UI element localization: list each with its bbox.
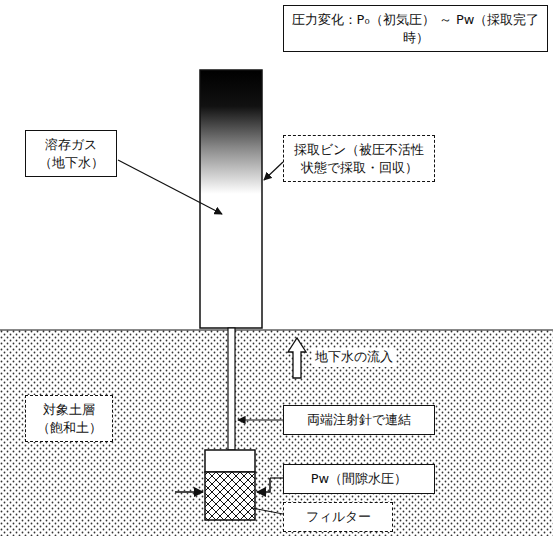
sampling-bottle — [200, 70, 262, 328]
leader-line — [270, 477, 283, 478]
pressure-box: 圧力変化：P₀（初気圧） ～ Pw（採取完了時） — [283, 5, 548, 52]
box-text: 両端注射針で連結 — [290, 411, 428, 429]
ground-surface — [0, 330, 553, 331]
leader-line — [252, 508, 283, 514]
soil-note: 対象土層 （飽和土） — [25, 395, 113, 442]
bottle-note: 採取ビン（被圧不活性 状態で採取・回収） — [283, 135, 435, 182]
pressure-arrow — [257, 478, 270, 492]
box-text: 溶存ガス （地下水） — [32, 136, 110, 171]
inflow-arrow — [288, 338, 306, 378]
flow-label: 地下水の流入 — [312, 348, 396, 367]
box-text: Pw（間隙水圧） — [290, 470, 428, 488]
box-text: 採取ビン（被圧不活性 状態で採取・回収） — [290, 141, 428, 176]
pressure-arrow — [175, 491, 203, 493]
gas-box: 溶存ガス （地下水） — [25, 130, 117, 177]
filter-body — [205, 472, 255, 520]
soil-layer — [0, 330, 553, 536]
leader-arrow — [238, 419, 283, 420]
needle-box: 両端注射針で連結 — [283, 405, 435, 435]
pore-pressure-box: Pw（間隙水圧） — [283, 464, 435, 494]
filter-note: フィルター — [283, 502, 393, 532]
box-text: 対象土層 （飽和土） — [32, 401, 106, 436]
box-text: 圧力変化：P₀（初気圧） ～ Pw（採取完了時） — [290, 11, 541, 46]
needle — [228, 328, 235, 450]
filter-cap — [205, 450, 255, 472]
leader-arrow — [118, 160, 222, 214]
box-text: フィルター — [290, 508, 386, 526]
leader-arrow — [264, 162, 283, 180]
